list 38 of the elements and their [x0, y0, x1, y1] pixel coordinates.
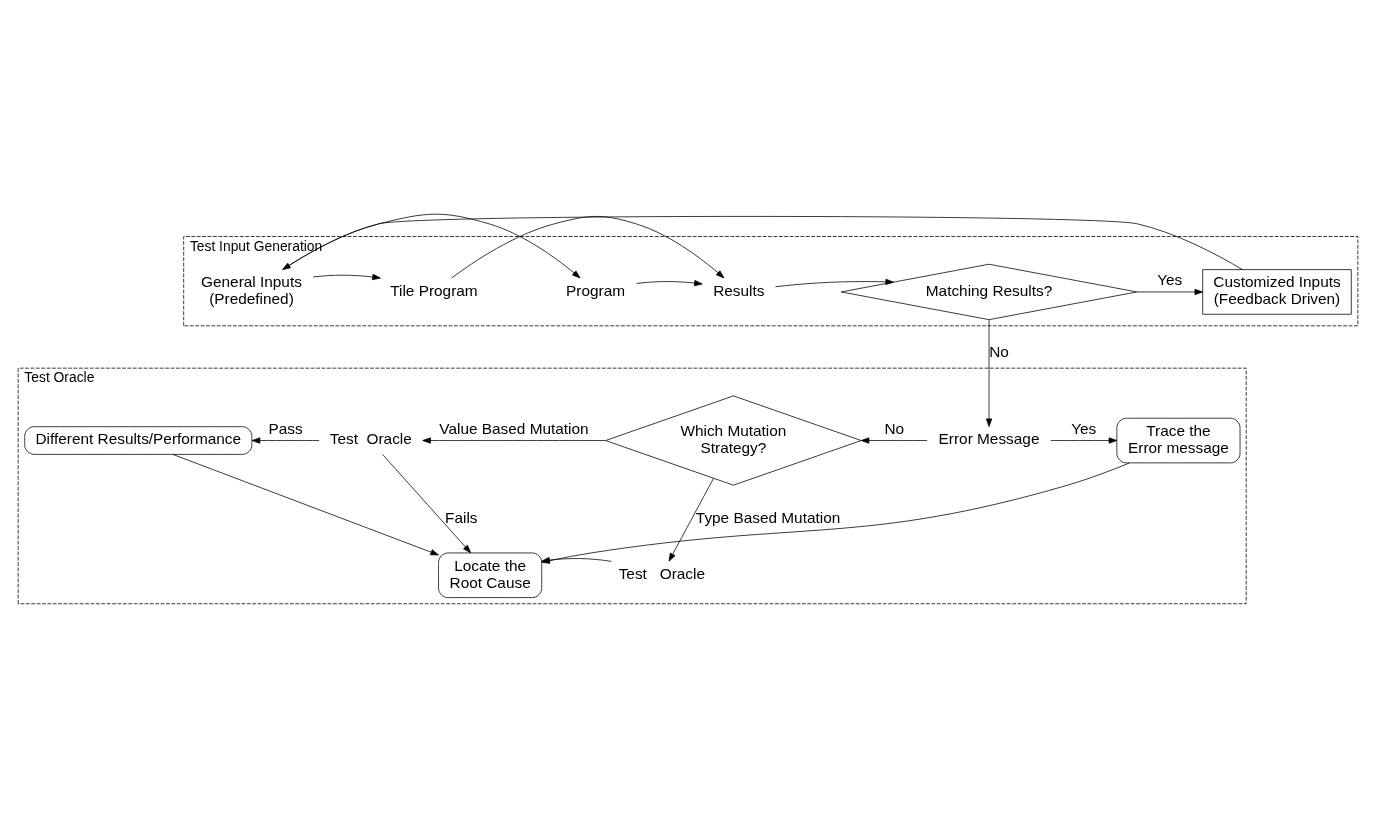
- arrow: [668, 478, 714, 562]
- edge-label: No: [884, 419, 905, 437]
- edge-label: Fails: [445, 508, 478, 526]
- node-text: Error Message: [938, 430, 1040, 448]
- node-box: Different Results/Performance: [24, 426, 253, 455]
- arrow: [1136, 288, 1203, 296]
- node-diamond: Matching Results?: [840, 263, 1138, 321]
- node-text: General Inputs (Predefined): [201, 273, 302, 308]
- arrow: [251, 437, 320, 444]
- arrow: [422, 437, 606, 444]
- arrow: [1050, 437, 1118, 444]
- edge-label: Yes: [1071, 419, 1097, 437]
- node-text: Results: [713, 281, 765, 299]
- arrow: [172, 454, 439, 556]
- arrow: [775, 278, 894, 288]
- node-text: Program: [566, 281, 626, 299]
- node-diamond: Which Mutation Strategy?: [605, 395, 862, 486]
- arrow: [282, 216, 1243, 270]
- node-box: Customized Inputs (Feedback Driven): [1202, 269, 1352, 315]
- node-text: Tile Program: [390, 281, 478, 299]
- arrow: [451, 216, 725, 279]
- node-box: Locate the Root Cause: [438, 552, 543, 598]
- node-text: Test Oracle: [329, 430, 412, 448]
- arrow: [312, 273, 381, 281]
- edge-label: No: [989, 343, 1009, 361]
- node-text: Test Oracle: [618, 565, 705, 583]
- node-box: Trace the Error message: [1116, 417, 1241, 464]
- arrow: [985, 319, 993, 427]
- edge-label: Value Based Mutation: [439, 419, 589, 437]
- edge-label: Type Based Mutation: [695, 508, 841, 526]
- arrow: [860, 437, 928, 444]
- edge-label: Pass: [268, 419, 303, 437]
- arrow: [541, 462, 1130, 564]
- arrow: [541, 557, 612, 564]
- arrow: [382, 454, 472, 554]
- arrow: [636, 280, 703, 287]
- edge-label: Yes: [1157, 271, 1183, 289]
- arrow: [282, 213, 581, 279]
